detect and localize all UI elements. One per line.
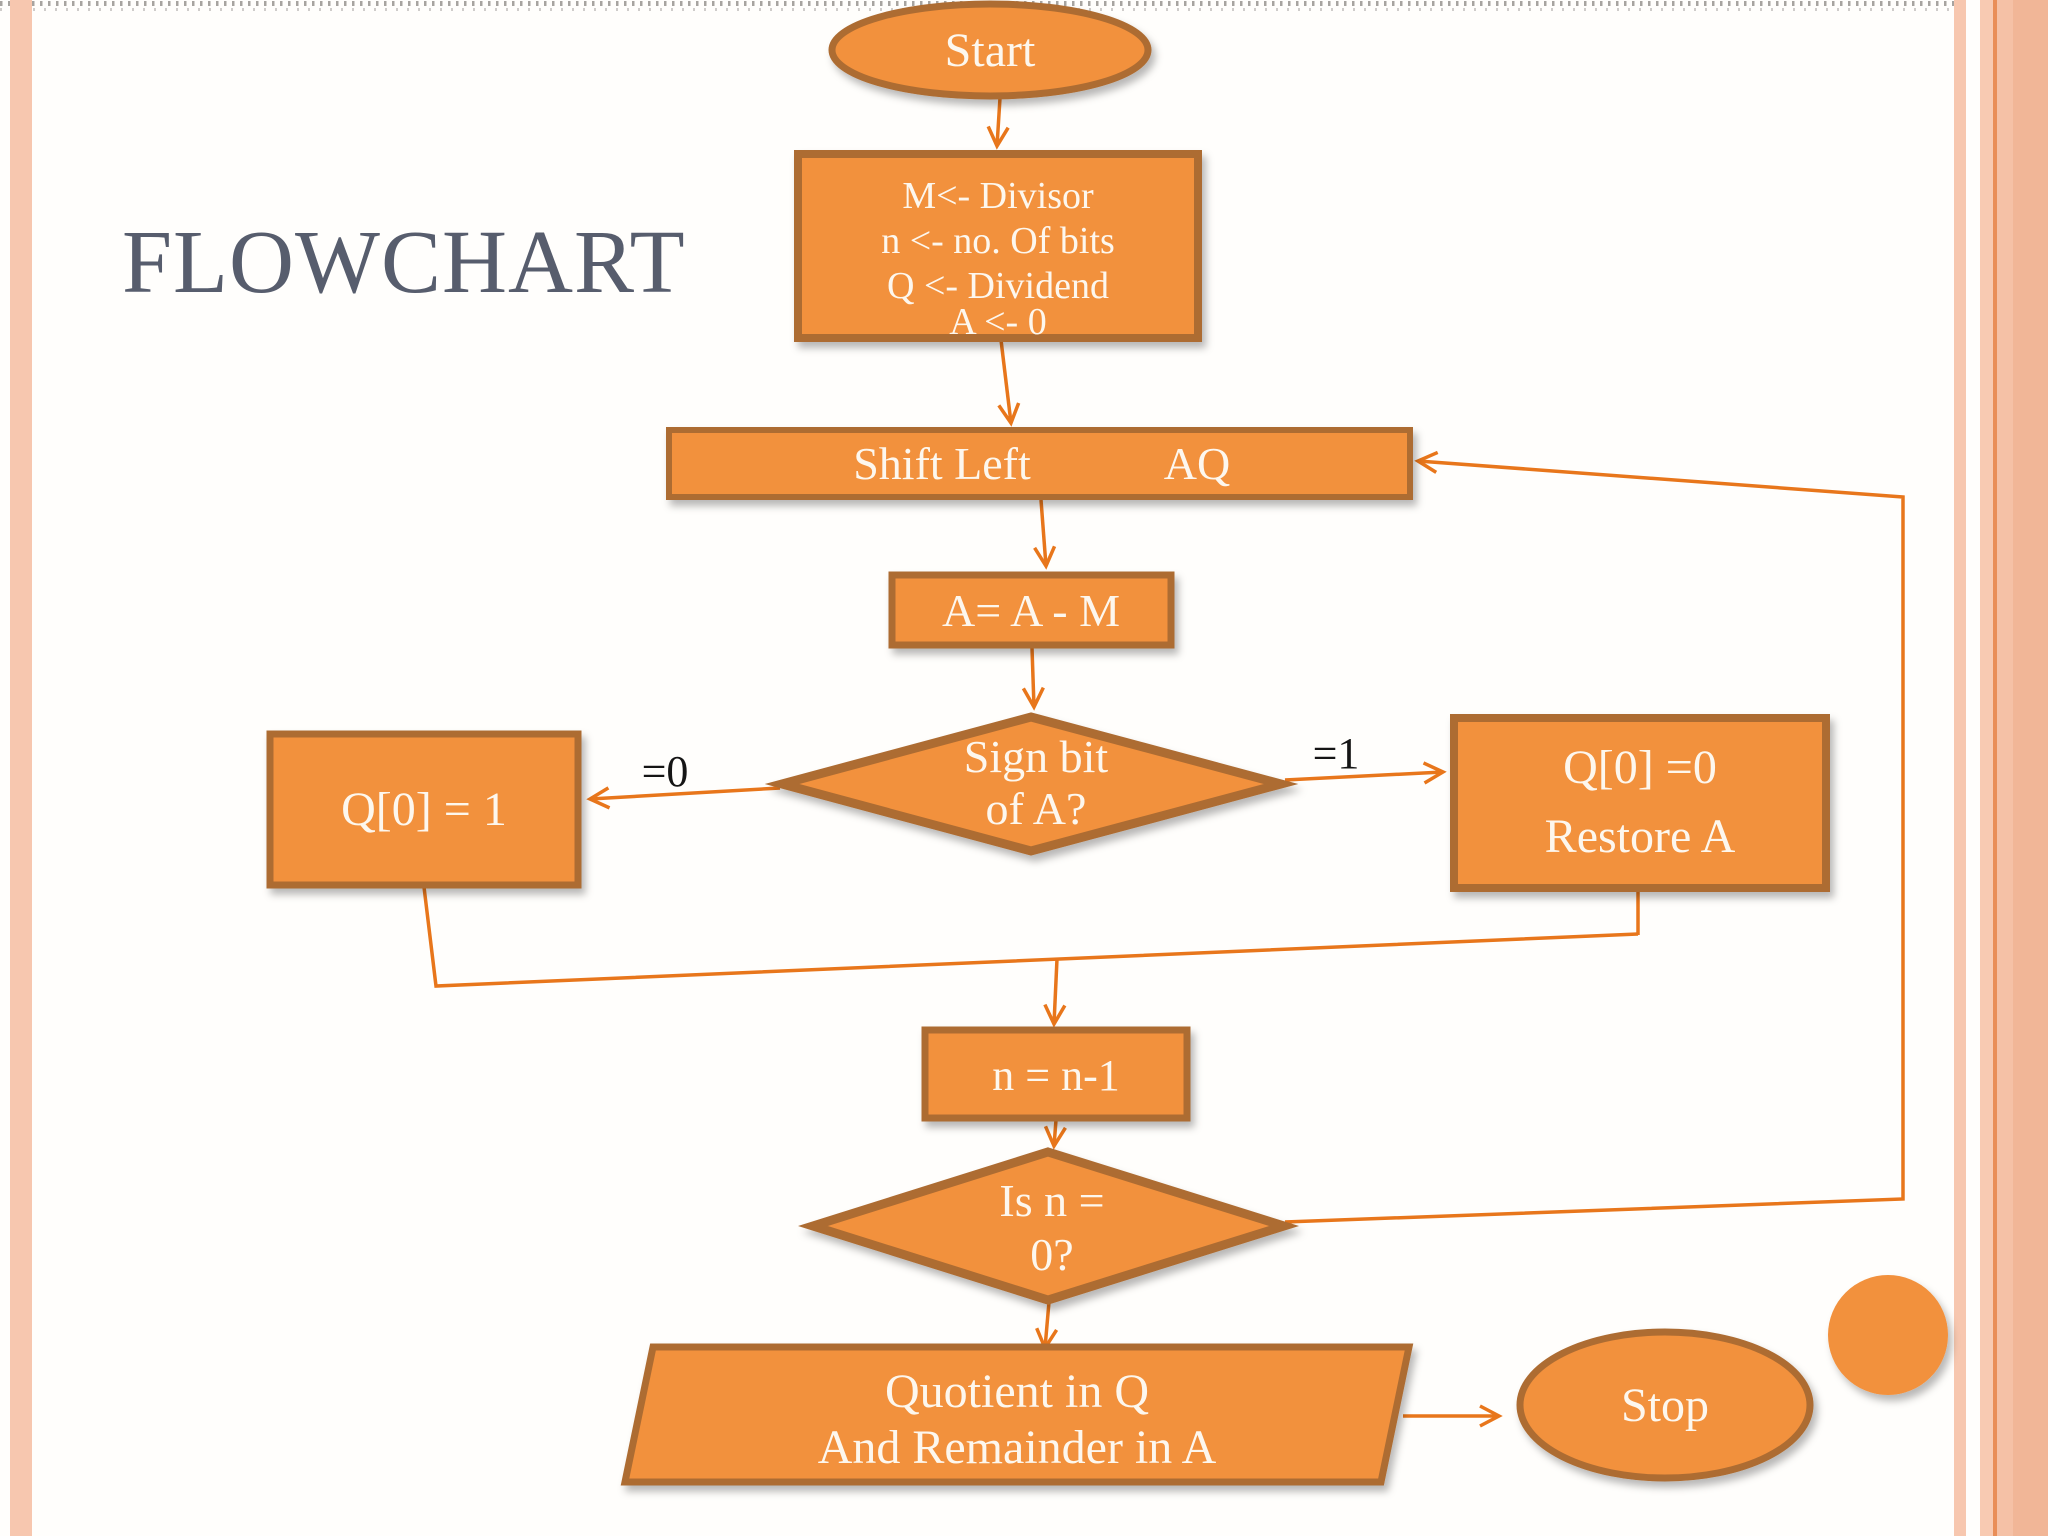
decrement-label: n = n-1 — [992, 1051, 1119, 1100]
init-line-2: n <- no. Of bits — [881, 220, 1115, 262]
decorative-circle — [1828, 1275, 1948, 1395]
shift-left-register: AQ — [1164, 438, 1230, 489]
sign-bit-diamond — [764, 712, 1299, 856]
connector-decrement-to-loop — [1043, 1119, 1067, 1150]
restore-a-box: Q[0] =0 Restore A — [1450, 714, 1830, 892]
restore-a-rect — [1450, 714, 1830, 892]
start-label: Start — [945, 24, 1036, 77]
connector-merge-left — [422, 886, 1639, 988]
right-border-band — [1980, 0, 2048, 1536]
decrement-rect — [921, 1026, 1191, 1122]
subtract-box: A= A - M — [888, 571, 1175, 649]
restore-a-line-1: Q[0] =0 — [1563, 741, 1717, 794]
right-border-thin-stripe — [1954, 0, 1966, 1536]
stop-label: Stop — [1621, 1379, 1709, 1432]
left-border-stripe — [10, 0, 32, 1536]
loop-diamond — [798, 1147, 1300, 1305]
connector-subtract-to-sign — [1021, 647, 1045, 711]
connector-sign-to-restore — [1284, 761, 1447, 785]
decrement-box: n = n-1 — [921, 1026, 1191, 1122]
shift-left-label: Shift Left — [853, 438, 1031, 489]
branch-label-eq0: =0 — [642, 747, 689, 796]
sign-bit-decision: Sign bit of A? — [764, 712, 1299, 856]
init-line-3: Q <- Dividend — [887, 265, 1109, 307]
branch-label-eq1: =1 — [1313, 729, 1360, 778]
loop-decision: Is n = 0? — [798, 1147, 1300, 1305]
restore-a-line-2: Restore A — [1545, 810, 1736, 863]
start-ellipse — [828, 0, 1152, 100]
connector-loop-feedback — [1284, 450, 1905, 1224]
sign-bit-line-2: of A? — [986, 783, 1087, 834]
set-q-rect — [266, 730, 582, 889]
slide-title: FLOWCHART — [122, 213, 686, 312]
init-line-4: A <- 0 — [949, 301, 1046, 343]
shift-left-box: Shift Left AQ — [666, 427, 1413, 500]
stop-terminator: Stop — [1516, 1328, 1814, 1482]
init-process-box: M<- Divisor n <- no. Of bits Q <- Divide… — [794, 150, 1202, 343]
subtract-label: A= A - M — [942, 585, 1120, 636]
stop-ellipse — [1516, 1328, 1814, 1482]
connector-loop-to-result — [1035, 1301, 1059, 1352]
result-shape — [620, 1343, 1414, 1486]
connector-init-to-shift — [997, 339, 1021, 427]
connector-sign-to-setq — [586, 786, 781, 810]
start-terminator: Start — [828, 0, 1152, 100]
sign-bit-line-1: Sign bit — [964, 731, 1109, 782]
connectors — [422, 97, 1905, 1428]
init-rect — [794, 150, 1202, 342]
connector-shift-to-subtract — [1033, 499, 1057, 570]
loop-line-2: 0? — [1030, 1229, 1073, 1280]
set-q-box: Q[0] = 1 — [266, 730, 582, 889]
connector-merge-to-decrement — [1043, 958, 1067, 1028]
subtract-rect — [888, 571, 1175, 649]
result-line-2: And Remainder in A — [818, 1421, 1217, 1474]
set-q-label: Q[0] = 1 — [341, 783, 507, 836]
connector-start-to-init — [986, 97, 1010, 150]
init-line-1: M<- Divisor — [902, 175, 1094, 217]
shift-left-rect — [666, 427, 1413, 500]
loop-line-1: Is n = — [999, 1175, 1104, 1226]
result-line-1: Quotient in Q — [885, 1365, 1149, 1418]
result-parallelogram: Quotient in Q And Remainder in A — [620, 1343, 1414, 1486]
